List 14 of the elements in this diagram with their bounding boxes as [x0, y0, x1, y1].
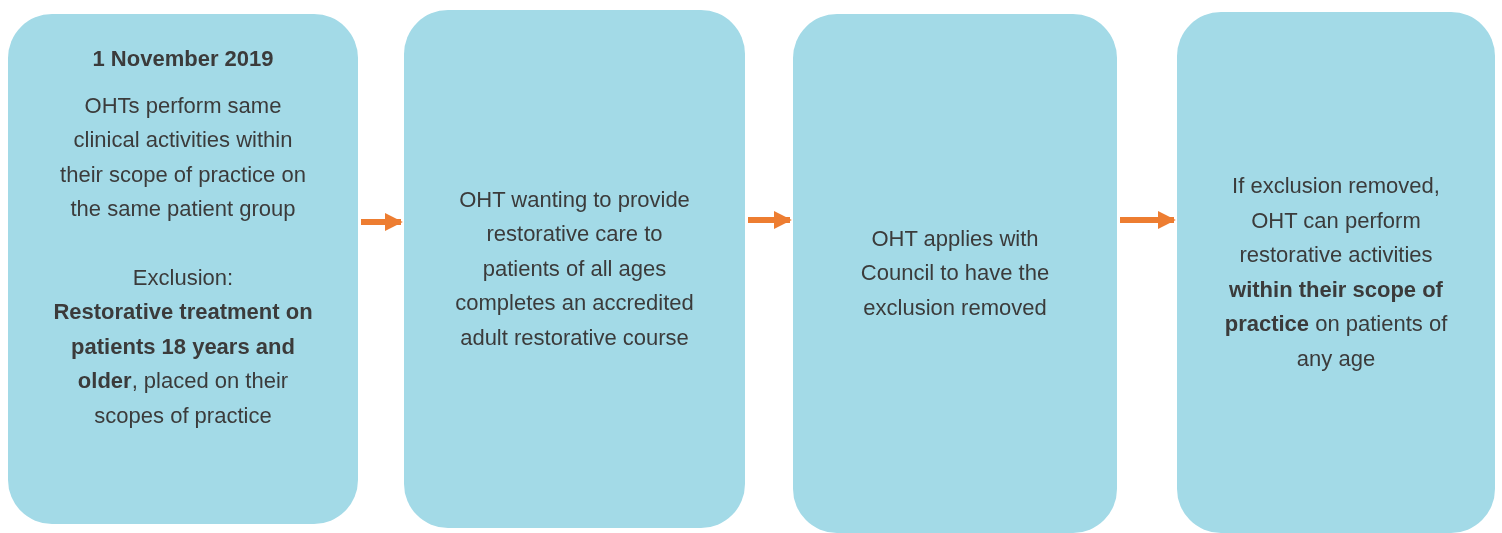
process-box [8, 14, 358, 524]
date-heading: 1 November 2019 [91, 45, 275, 73]
description-text: OHT applies with Council to have the exclusion removed [859, 224, 1051, 322]
process-box [404, 10, 745, 528]
description-text: OHTs perform same clinical activities within their scope of practice on the same patient group [59, 91, 307, 223]
arrow [1120, 211, 1176, 229]
description-text: Restorative treatment on patients 18 years and older, placed on their scopes of practice [52, 298, 314, 430]
description-text: Exclusion: [131, 263, 235, 292]
arrow [748, 211, 792, 229]
process-box [793, 14, 1117, 533]
arrow [361, 213, 403, 231]
process-box [1177, 12, 1495, 533]
description-text: OHT wanting to provide restorative care to patients of all ages completes an accredited adult restorative course [454, 185, 695, 352]
description-text: If exclusion removed, OHT can perform restorative activities within their scope of practice on patients of any age [1223, 172, 1449, 373]
